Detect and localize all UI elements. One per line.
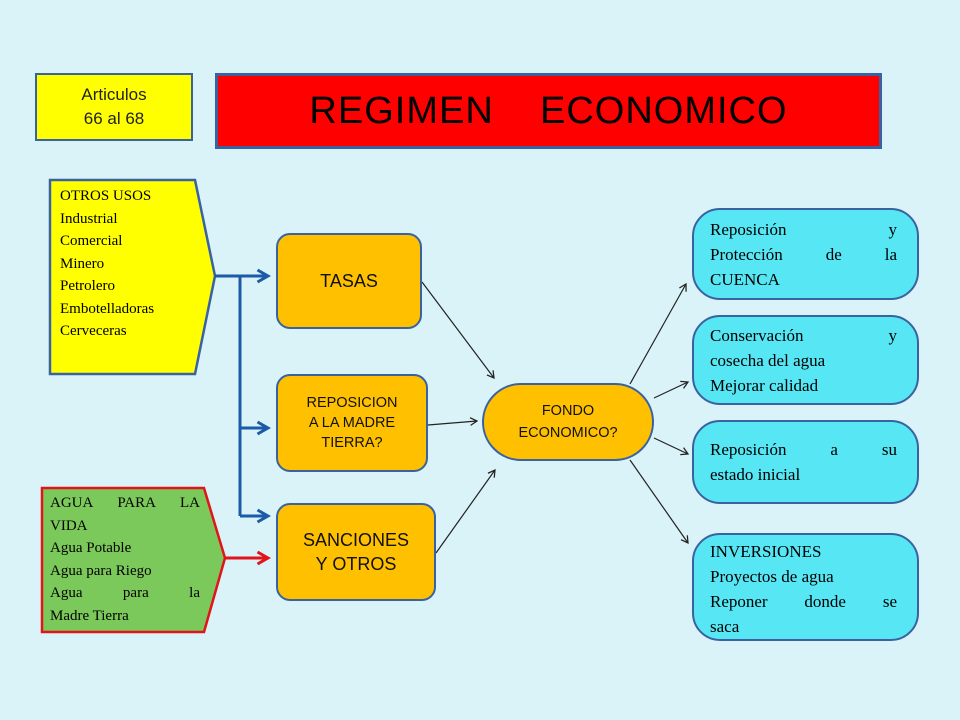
- tasas-label: TASAS: [320, 270, 378, 291]
- outcome-line: Proyectos de agua: [710, 567, 834, 586]
- sanciones-line: SANCIONES: [302, 530, 410, 550]
- articulos-badge: Articulos 66 al 68: [35, 73, 193, 141]
- sanciones-line: Y OTROS: [315, 554, 397, 574]
- outcome-line: INVERSIONES: [710, 542, 822, 561]
- agua-vida-list: AGUA PARA LA VIDA Agua Potable Agua para…: [50, 492, 200, 627]
- from-fondo-arrows: [629, 282, 690, 545]
- reposicion-box: REPOSICION A LA MADRE TIERRA?: [276, 374, 428, 472]
- list-item: Comercial: [60, 233, 123, 249]
- outcome-line: Reposición a su: [710, 440, 897, 459]
- outcome-line: CUENCA: [710, 269, 780, 289]
- fondo-line: FONDO: [541, 403, 595, 419]
- outcome-inversiones: INVERSIONES Proyectos de agua Reponer do…: [692, 533, 919, 641]
- list-item: Agua para la: [50, 585, 200, 601]
- outcome-reposicion-cuenca: Reposición y Protección de la CUENCA: [692, 208, 919, 300]
- outcome-line: Mejorar calidad: [710, 375, 819, 395]
- outcome-line: estado inicial: [710, 465, 801, 484]
- outcome-line: Protección de la: [710, 244, 897, 264]
- tasas-box: TASAS: [276, 233, 422, 329]
- list-item: Petrolero: [60, 278, 115, 294]
- list-item: Minero: [60, 255, 105, 272]
- reposicion-line: A LA MADRE: [308, 415, 396, 431]
- articulos-range: 66 al 68: [83, 109, 145, 128]
- list-item: Madre Tierra: [50, 607, 129, 624]
- agua-vida-heading: AGUA PARA LA: [50, 495, 200, 511]
- reposicion-line: TIERRA?: [321, 435, 383, 451]
- to-fondo-arrows: [421, 281, 496, 554]
- list-item: Industrial: [60, 210, 118, 227]
- outcome-conservacion: Conservación y cosecha del agua Mejorar …: [692, 315, 919, 405]
- outcome-line: saca: [710, 617, 740, 636]
- page-title: REGIMEN ECONOMICO: [215, 73, 882, 149]
- list-item: Agua Potable: [50, 540, 132, 556]
- agua-vida-heading-cont: VIDA: [50, 517, 88, 534]
- reposicion-line: REPOSICION: [306, 395, 398, 411]
- articulos-label: Articulos: [81, 85, 147, 104]
- list-item: Cerveceras: [60, 323, 127, 339]
- outcome-line: cosecha del agua: [710, 350, 826, 370]
- outcome-line: Reposición y: [710, 219, 897, 239]
- sanciones-box: SANCIONES Y OTROS: [276, 503, 436, 601]
- outcome-line: Conservación y: [710, 325, 897, 345]
- list-item: Embotelladoras: [60, 300, 155, 317]
- otros-usos-shape: [48, 178, 217, 376]
- outcome-line: Reponer donde se: [710, 592, 897, 611]
- outcome-estado-inicial: Reposición a su estado inicial: [692, 420, 919, 504]
- blue-connectors: [215, 268, 272, 524]
- agua-vida-shape: [40, 486, 227, 634]
- fondo-economico-box: FONDO ECONOMICO?: [482, 383, 654, 461]
- otros-usos-list: OTROS USOS Industrial Comercial Minero P…: [60, 185, 200, 343]
- list-item: Agua para Riego: [50, 562, 152, 579]
- fondo-line: ECONOMICO?: [518, 425, 618, 441]
- otros-usos-heading: OTROS USOS: [60, 188, 152, 204]
